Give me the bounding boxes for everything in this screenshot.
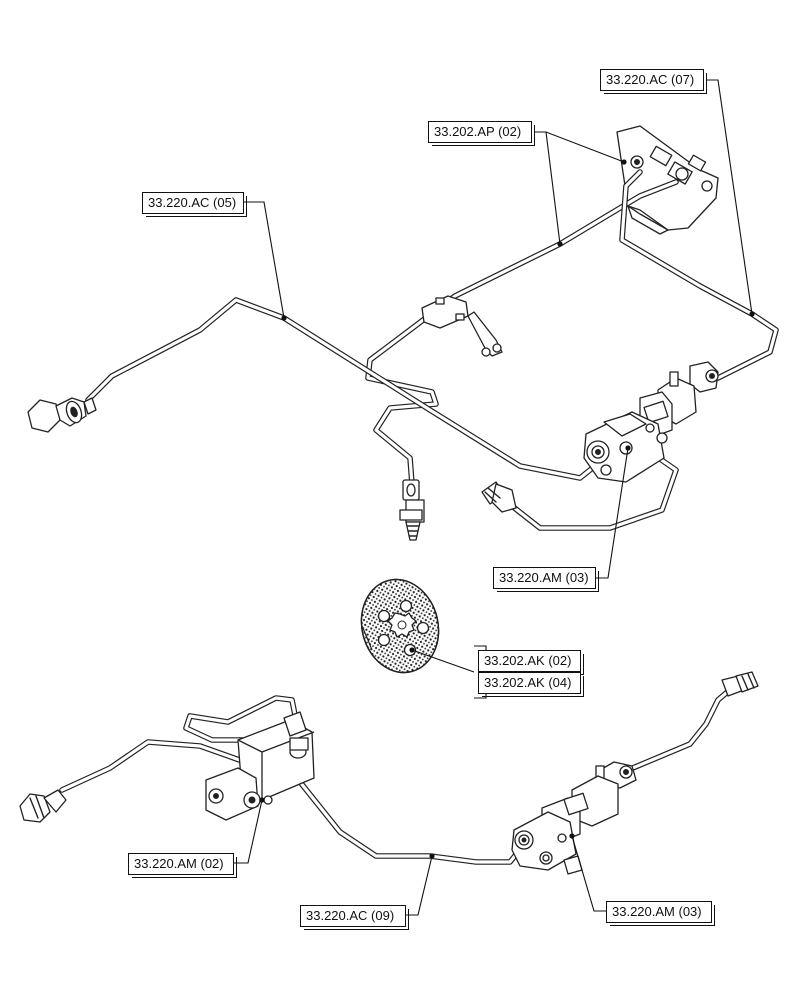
upper-hose-fitting: [481, 481, 517, 513]
upper-vertical-fitting: [399, 479, 425, 541]
callout-33-202-ak-04[interactable]: 33.202.AK (04): [478, 672, 584, 697]
lower-right-fitting: [721, 671, 759, 697]
lower-left-brake-valve: [205, 711, 315, 821]
leader-lines: [234, 79, 755, 916]
upper-mounting-bracket: [616, 125, 719, 235]
upper-brake-valve: [583, 361, 719, 483]
callout-33-220-am-02[interactable]: 33.220.AM (02): [128, 853, 237, 878]
upper-left-quick-coupler: [27, 397, 97, 433]
lower-right-brake-valve: [511, 761, 637, 875]
callout-33-220-ac-09[interactable]: 33.220.AC (09): [300, 905, 409, 930]
callout-33-220-ac-07[interactable]: 33.220.AC (07): [600, 69, 707, 94]
brake-friction-disc-icon: [360, 578, 440, 674]
callout-33-220-am-03-lower[interactable]: 33.220.AM (03): [606, 901, 715, 926]
callout-33-220-ac-05[interactable]: 33.220.AC (05): [142, 192, 247, 217]
lower-left-quick-coupler: [19, 789, 67, 823]
callout-33-202-ak-02[interactable]: 33.202.AK (02): [478, 650, 584, 675]
callout-33-220-am-03-upper[interactable]: 33.220.AM (03): [493, 567, 599, 592]
callout-33-202-ap-02[interactable]: 33.202.AP (02): [428, 121, 535, 146]
pipe-clamp: [421, 295, 503, 357]
